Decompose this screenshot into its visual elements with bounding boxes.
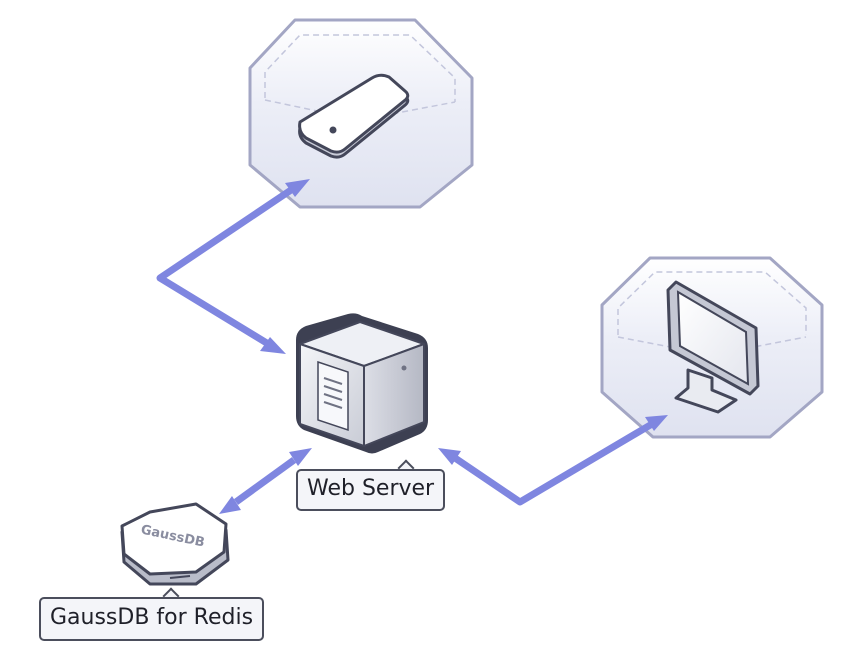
mobile-device-icon <box>298 73 410 159</box>
monitor-icon <box>666 280 760 414</box>
arrow-webserver-desktop <box>438 415 668 506</box>
arrow-gaussdb-webserver <box>219 448 312 514</box>
server-icon <box>296 313 428 454</box>
arrow-mobile-webserver <box>156 179 310 354</box>
web-server-label: Web Server <box>296 469 446 511</box>
database-puck-icon: GaussDB <box>120 502 230 586</box>
gaussdb-label: GaussDB for Redis <box>39 597 265 641</box>
